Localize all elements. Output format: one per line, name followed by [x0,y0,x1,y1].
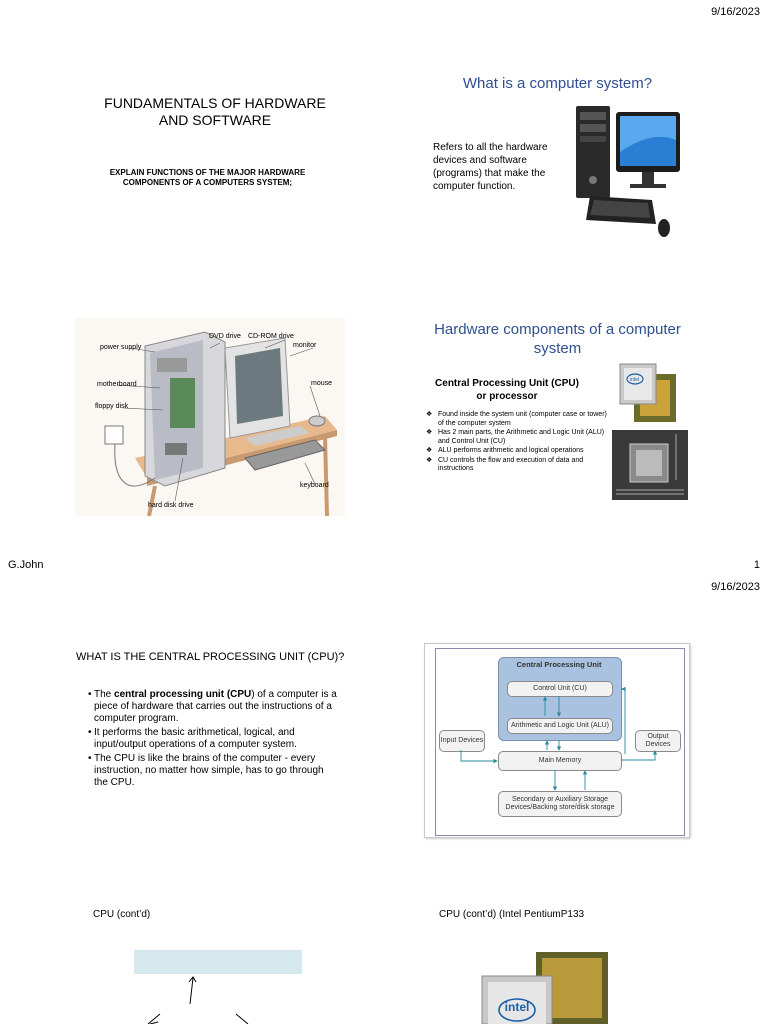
main-memory-box: Main Memory [498,751,622,771]
slide8-title: CPU (cont’d) (Intel PentiumP133 [439,909,585,920]
cpu-chip-image: intel [619,363,676,422]
output-devices-box: Output Devices [635,730,681,752]
cpu-cont-box [134,950,302,974]
label-monitor: monitor [293,342,317,349]
page1-page-number: 1 [753,559,760,571]
label-dvd-drive: DVD drive [209,333,241,340]
list-item: Found inside the system unit (computer c… [426,411,614,428]
computer-components-image [75,318,345,516]
page1-footer-left: G.John [8,559,44,571]
slide7-title: CPU (cont’d) [93,909,151,920]
list-item: ALU performs arithmetic and logical oper… [426,447,614,456]
slide2-title: What is a computer system? [462,75,653,92]
intel-logo-text: intel [504,1000,530,1014]
list-item: It performs the basic arithmetical, logi… [88,727,338,751]
page1-date: 9/16/2023 [711,6,760,18]
label-cdrom-drive: CD-ROM drive [248,333,294,340]
list-item: The CPU is like the brains of the comput… [88,753,338,789]
secondary-storage-box: Secondary or Auxiliary Storage Devices/B… [498,791,622,817]
slide2-body: Refers to all the hardware devices and s… [433,142,548,192]
cpu-cont-arrows [147,976,249,1024]
slide4-bullets: Found inside the system unit (computer c… [426,411,614,475]
slide1-title: FUNDAMENTALS OF HARDWARE AND SOFTWARE [104,95,326,128]
list-item: Has 2 main parts, the Arithmetic and Log… [426,429,614,446]
label-mouse: mouse [311,380,333,387]
slide4-title: Hardware components of a computer system [434,321,681,357]
input-devices-box: Input Devices [439,730,485,752]
intel-pentium-image [481,952,608,1024]
control-unit-box: Control Unit (CU) [507,681,613,697]
slide4-heading: Central Processing Unit (CPU) or process… [435,378,579,402]
diagram-arrows [460,686,658,791]
list-item: CU controls the flow and execution of da… [426,457,614,474]
slide5-title: WHAT IS THE CENTRAL PROCESSING UNIT (CPU… [76,651,345,663]
label-floppy-disk: floppy disk [95,403,129,410]
alu-box: Arithmetic and Logic Unit (ALU) [507,718,613,734]
motherboard-socket-image [612,430,688,500]
slide1-subtitle: EXPLAIN FUNCTIONS OF THE MAJOR HARDWARE … [109,168,306,187]
svg-text:intel: intel [630,377,639,383]
page2-date: 9/16/2023 [711,581,760,593]
label-keyboard: keyboard [300,482,329,489]
list-item: The central processing unit (CPU) of a c… [88,689,338,725]
cpu-diagram: Central Processing Unit Control Unit (CU… [424,643,690,838]
label-power-supply: power supply [100,344,142,351]
cpu-label: Central Processing Unit [516,660,602,669]
label-hard-disk-drive: hard disk drive [148,502,194,509]
computer-system-image [576,106,680,237]
label-motherboard: motherboard [97,381,137,388]
slide5-bullets: The central processing unit (CPU) of a c… [88,689,338,791]
